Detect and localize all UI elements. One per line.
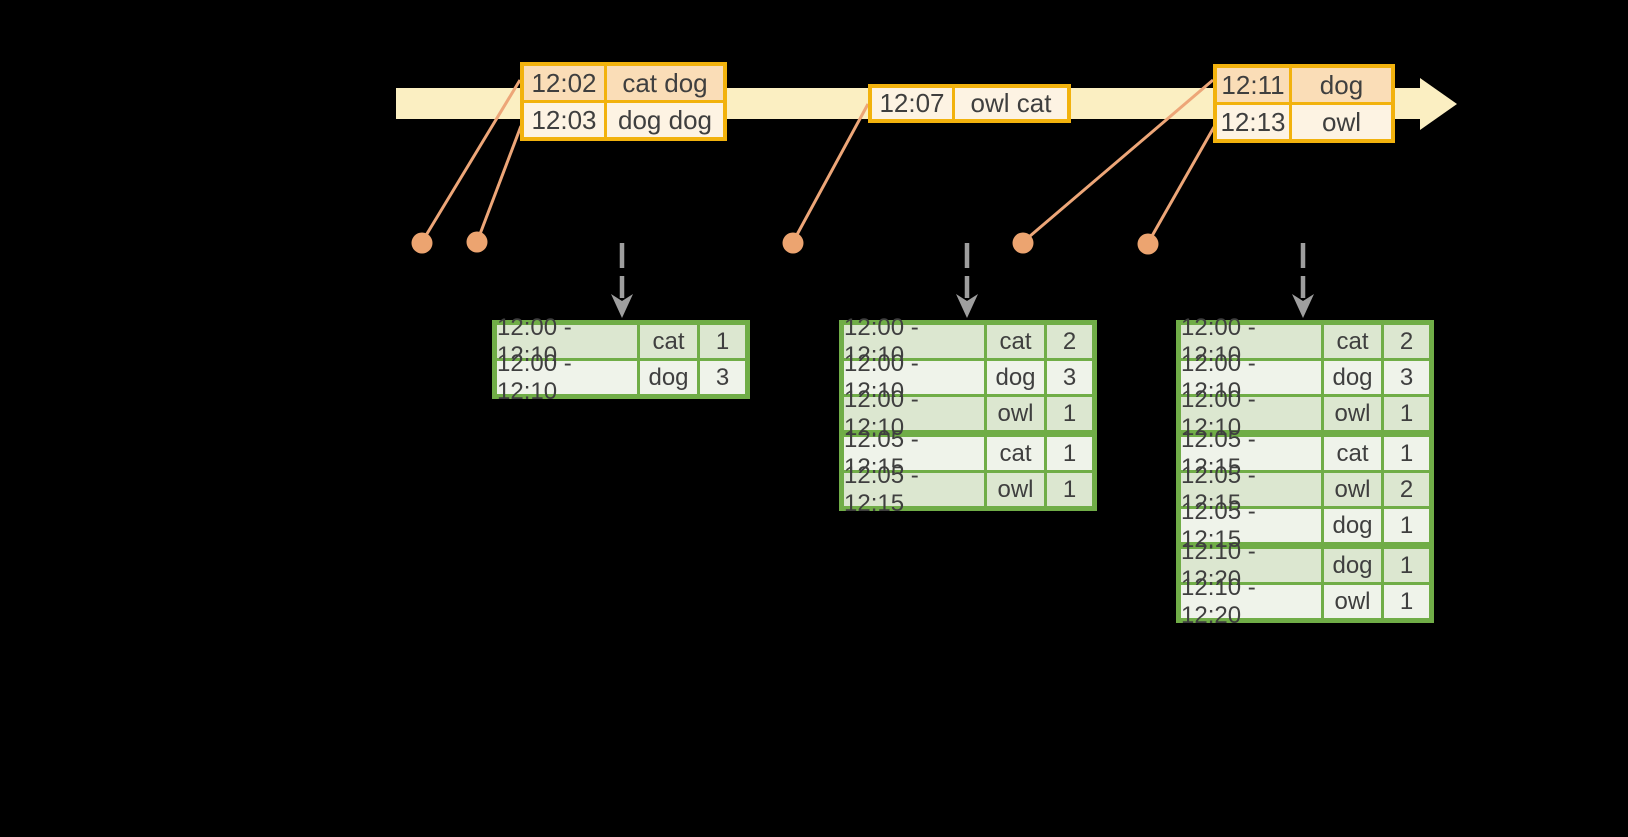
word-cell: owl xyxy=(1324,473,1381,506)
count-cell: 2 xyxy=(1384,325,1429,358)
word-cell: cat xyxy=(987,325,1044,358)
window-cell: 12:10 - 12:20 xyxy=(1181,538,1321,593)
window-cell: 12:05 - 12:15 xyxy=(844,462,984,517)
event-dots xyxy=(411,231,1159,255)
window-cell: 12:00 - 12:10 xyxy=(844,350,984,405)
event-dot xyxy=(411,232,433,254)
word-cell: dog xyxy=(1324,509,1381,542)
count-cell: 2 xyxy=(1384,473,1429,506)
count-cell: 1 xyxy=(1384,437,1429,470)
event-words-cell: owl xyxy=(1292,105,1391,139)
stream-arrowhead-icon xyxy=(1420,78,1457,130)
event-time-cell: 12:13 xyxy=(1217,105,1289,139)
event-time-cell: 12:02 xyxy=(524,66,604,100)
count-cell: 1 xyxy=(1047,473,1092,506)
count-cell: 2 xyxy=(1047,325,1092,358)
event-dot xyxy=(1137,233,1159,255)
window-cell: 12:00 - 12:10 xyxy=(844,386,984,441)
event-words-cell: dog dog xyxy=(607,103,723,137)
window-cell: 12:00 - 12:10 xyxy=(844,314,984,369)
event-time-cell: 12:03 xyxy=(524,103,604,137)
event-dot xyxy=(466,231,488,253)
event-dot xyxy=(1012,232,1034,254)
count-cell: 1 xyxy=(1384,549,1429,582)
word-cell: dog xyxy=(640,361,697,394)
word-cell: owl xyxy=(987,473,1044,506)
word-cell: dog xyxy=(987,361,1044,394)
word-cell: dog xyxy=(1324,361,1381,394)
connector-line xyxy=(475,125,523,243)
event-words-cell: owl cat xyxy=(955,88,1067,119)
count-cell: 1 xyxy=(1047,437,1092,470)
word-cell: cat xyxy=(640,325,697,358)
connector-line xyxy=(1146,126,1216,244)
word-cell: owl xyxy=(1324,585,1381,618)
word-cell: cat xyxy=(987,437,1044,470)
connector-line xyxy=(791,103,870,243)
event-time-cell: 12:11 xyxy=(1217,68,1289,102)
event-words-cell: cat dog xyxy=(607,66,723,100)
word-cell: cat xyxy=(1324,325,1381,358)
count-cell: 3 xyxy=(1047,361,1092,394)
count-cell: 1 xyxy=(1384,509,1429,542)
event-dot xyxy=(782,232,804,254)
word-cell: dog xyxy=(1324,549,1381,582)
word-cell: owl xyxy=(987,397,1044,430)
count-cell: 1 xyxy=(1384,397,1429,430)
word-cell: owl xyxy=(1324,397,1381,430)
window-cell: 12:00 - 12:10 xyxy=(1181,386,1321,441)
event-time-cell: 12:07 xyxy=(872,88,952,119)
word-cell: cat xyxy=(1324,437,1381,470)
window-cell: 12:00 - 12:10 xyxy=(497,350,637,405)
window-cell: 12:10 - 12:20 xyxy=(1181,574,1321,629)
count-cell: 1 xyxy=(1047,397,1092,430)
trigger-arrow-lines xyxy=(619,243,1306,298)
event-words-cell: dog xyxy=(1292,68,1391,102)
count-cell: 3 xyxy=(700,361,745,394)
count-cell: 1 xyxy=(1384,585,1429,618)
count-cell: 3 xyxy=(1384,361,1429,394)
count-cell: 1 xyxy=(700,325,745,358)
